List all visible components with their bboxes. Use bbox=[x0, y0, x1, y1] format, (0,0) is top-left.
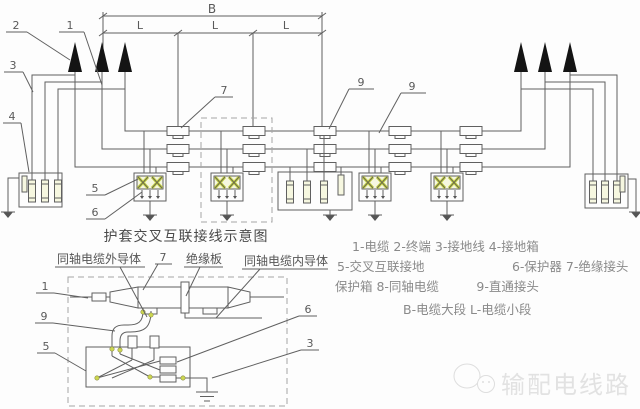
legend: 1-电缆 2-终端 3-接地线 4-接地箱 5-交叉互联接地 6-保护器 7-绝… bbox=[335, 239, 628, 317]
detail-labels: 同轴电缆外导体 7 绝缘板 同轴电缆内导体 1 bbox=[35, 251, 328, 379]
svg-text:9: 9 bbox=[41, 310, 48, 323]
terminal-icon bbox=[537, 41, 553, 73]
svg-text:4: 4 bbox=[9, 110, 16, 123]
svg-text:同轴电缆内导体: 同轴电缆内导体 bbox=[244, 253, 328, 268]
label-1-cable: 1 bbox=[36, 280, 89, 299]
label-outer-conductor: 同轴电缆外导体 bbox=[55, 251, 148, 318]
svg-text:6: 6 bbox=[305, 303, 312, 316]
callout-9-straight-joint-b: 9 bbox=[378, 80, 426, 134]
ground-box-right bbox=[584, 173, 640, 219]
dim-label-major: B bbox=[208, 2, 216, 16]
cross-bonding-box bbox=[209, 171, 245, 217]
insulation-joint-drawing bbox=[70, 281, 284, 319]
legend-line: 1-电缆 2-终端 3-接地线 4-接地箱 bbox=[352, 239, 539, 254]
callout-2-terminal: 2 bbox=[6, 19, 71, 61]
legend-line: 5-交叉互联接地 6-保护器 7-绝缘接头 bbox=[337, 259, 628, 274]
terminal-icon bbox=[513, 41, 529, 73]
detail-view: 同轴电缆外导体 7 绝缘板 同轴电缆内导体 1 bbox=[35, 251, 328, 407]
protection-box-drawing bbox=[85, 309, 219, 402]
label-inner-conductor: 同轴电缆内导体 bbox=[215, 253, 328, 319]
terminal-icon bbox=[94, 41, 110, 73]
svg-text:6: 6 bbox=[92, 206, 99, 219]
terminal-icon bbox=[562, 41, 578, 73]
protector-unit bbox=[159, 374, 177, 383]
legend-line: 保护箱 8-同轴电缆 9-直通接头 bbox=[335, 279, 539, 294]
callout-4-ground-box: 4 bbox=[3, 110, 30, 173]
callout-9-straight-joint-a: 9 bbox=[328, 76, 374, 130]
connection-dots bbox=[94, 309, 186, 381]
svg-text:绝缘板: 绝缘板 bbox=[186, 251, 222, 266]
callout-7-insulation-joint: 7 bbox=[180, 84, 233, 129]
svg-text:5: 5 bbox=[43, 340, 50, 353]
sheath-ground-leads bbox=[31, 74, 618, 174]
insulation-plate bbox=[180, 281, 190, 314]
svg-text:7: 7 bbox=[221, 84, 228, 97]
cable-terminals-right bbox=[513, 41, 578, 73]
top-callouts: 2 1 3 4 7 bbox=[3, 19, 426, 220]
svg-text:同轴电缆外导体: 同轴电缆外导体 bbox=[57, 251, 141, 266]
svg-text:5: 5 bbox=[92, 182, 99, 195]
label-6-protector: 6 bbox=[176, 303, 317, 363]
label-9-coax: 9 bbox=[35, 310, 116, 332]
svg-text:7: 7 bbox=[160, 251, 167, 264]
top-schematic: B L L L bbox=[0, 2, 640, 245]
terminal-icon bbox=[67, 41, 83, 73]
callout-1-cable: 1 bbox=[59, 19, 103, 86]
svg-text:9: 9 bbox=[409, 80, 416, 93]
dim-label-minor-2: L bbox=[212, 19, 219, 32]
label-insulation-plate: 绝缘板 bbox=[184, 251, 223, 297]
label-3-ground: 3 bbox=[211, 337, 319, 379]
watermark-text: 输配电线路 bbox=[501, 371, 631, 399]
cross-bonding-box bbox=[429, 171, 465, 217]
terminal-icon bbox=[117, 41, 133, 73]
cable-terminals-left bbox=[67, 41, 133, 73]
chat-bubbles-icon bbox=[453, 363, 495, 393]
ground-box-middle bbox=[277, 136, 353, 222]
dim-label-minor-1: L bbox=[137, 19, 144, 32]
svg-text:1: 1 bbox=[42, 280, 49, 293]
svg-text:9: 9 bbox=[358, 76, 365, 89]
crossbox-connections bbox=[143, 130, 460, 173]
diagram-title: 护套交叉互联接线示意图 bbox=[104, 228, 269, 245]
ground-box-left bbox=[0, 172, 63, 219]
detail-dashed-outline bbox=[67, 276, 288, 407]
watermark: 输配电线路 bbox=[453, 363, 631, 399]
svg-text:2: 2 bbox=[13, 19, 20, 32]
callout-3-ground-wire: 3 bbox=[4, 59, 34, 93]
svg-text:3: 3 bbox=[10, 59, 17, 72]
label-7-joint: 7 bbox=[142, 251, 172, 291]
label-5-box: 5 bbox=[37, 340, 87, 372]
dim-label-minor-3: L bbox=[283, 19, 290, 32]
callout-6-protector: 6 bbox=[86, 191, 143, 220]
legend-line: B-电缆大段 L-电缆小段 bbox=[403, 302, 531, 317]
protector-unit bbox=[159, 365, 177, 374]
coaxial-cable-curve bbox=[111, 310, 152, 347]
callout-5-crossbox: 5 bbox=[86, 178, 139, 196]
minor-section-dashed-outline bbox=[200, 117, 273, 223]
protector-unit bbox=[159, 356, 177, 365]
cross-bonding-box bbox=[357, 171, 393, 217]
svg-text:1: 1 bbox=[67, 19, 74, 32]
svg-text:3: 3 bbox=[307, 337, 314, 350]
earth-symbol bbox=[195, 391, 219, 402]
dimension-lines: B L L L bbox=[98, 2, 327, 126]
